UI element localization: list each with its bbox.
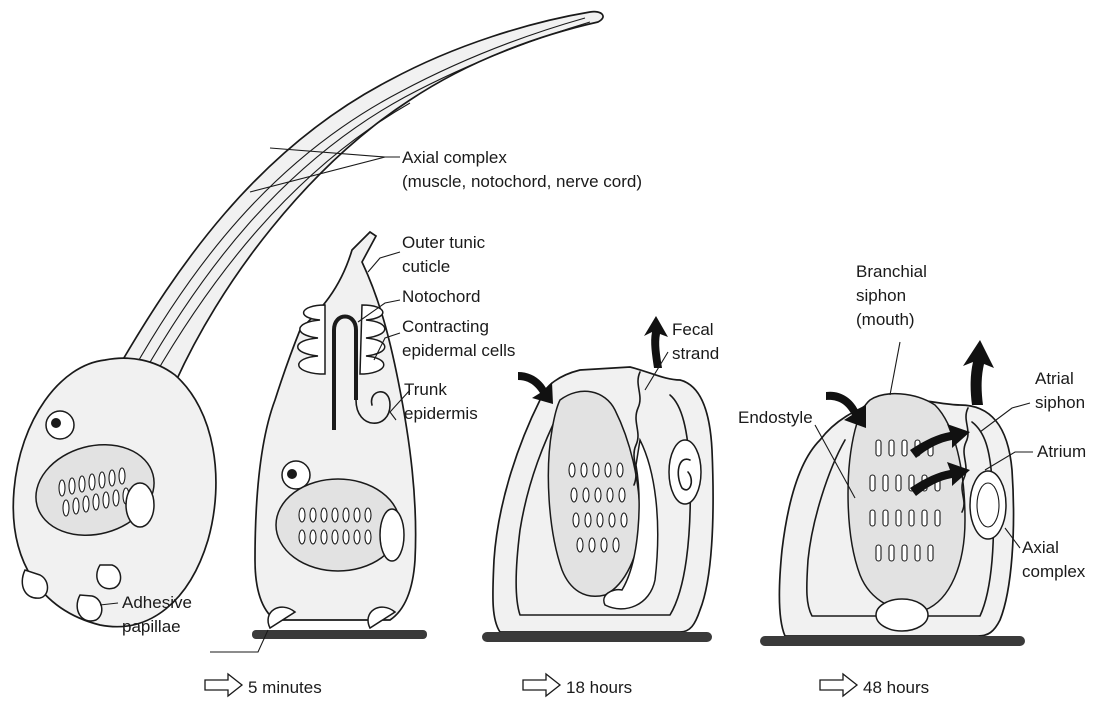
label-outer-tunic-cuticle: cuticle xyxy=(402,257,450,276)
label-atrial-siphon: siphon xyxy=(1035,393,1085,412)
larva-papillae xyxy=(77,595,102,621)
label-contracting: Contracting xyxy=(402,317,489,336)
label-endostyle: Endostyle xyxy=(738,408,813,427)
label-atrial: Atrial xyxy=(1035,369,1074,388)
label-fecal: Fecal xyxy=(672,320,714,339)
label-fecal-strand: strand xyxy=(672,344,719,363)
time-marker-5min: 5 minutes xyxy=(205,674,322,697)
larva-eye-spot xyxy=(51,418,61,428)
label-trunk: Trunk xyxy=(404,380,447,399)
label-notochord: Notochord xyxy=(402,287,480,306)
time-label: 18 hours xyxy=(566,678,632,697)
label-adhesive: Adhesive xyxy=(122,593,192,612)
larva-gut xyxy=(126,483,154,527)
stage4-substrate xyxy=(760,636,1025,646)
label-atrium: Atrium xyxy=(1037,442,1086,461)
stage2-eye-spot xyxy=(287,469,297,479)
label-branchial: Branchial xyxy=(856,262,927,281)
hollow-arrow-icon xyxy=(205,674,242,696)
stage-48h-figure xyxy=(760,340,1025,646)
label-papillae: papillae xyxy=(122,617,181,636)
larva-papillae xyxy=(97,565,121,589)
label-mouth: (mouth) xyxy=(856,310,915,329)
time-marker-18h: 18 hours xyxy=(523,674,632,697)
label-outer-tunic: Outer tunic xyxy=(402,233,486,252)
stage-5min-figure xyxy=(252,232,427,639)
label-trunk-epidermis: epidermis xyxy=(404,404,478,423)
hollow-arrow-icon xyxy=(523,674,560,696)
label-epidermal-cells: epidermal cells xyxy=(402,341,515,360)
stage3-axial-coil xyxy=(669,440,701,504)
stage4-outflow-arrow xyxy=(963,340,994,405)
stage3-substrate xyxy=(482,632,712,642)
label-axial-complex-detail: (muscle, notochord, nerve cord) xyxy=(402,172,642,191)
label-branchial-siphon: siphon xyxy=(856,286,906,305)
stage2-gut xyxy=(380,509,404,561)
stage-18h-figure xyxy=(482,316,713,642)
stage3-inflow-arrow xyxy=(518,372,553,404)
label-axial-complex-2: complex xyxy=(1022,562,1086,581)
time-label: 5 minutes xyxy=(248,678,322,697)
stage2-substrate xyxy=(252,630,427,639)
time-marker-48h: 48 hours xyxy=(820,674,929,697)
stage3-outflow-arrow xyxy=(644,316,668,368)
time-label: 48 hours xyxy=(863,678,929,697)
label-axial-complex: Axial complex xyxy=(402,148,507,167)
hollow-arrow-icon xyxy=(820,674,857,696)
stage4-axial-complex xyxy=(970,471,1006,539)
label-axial: Axial xyxy=(1022,538,1059,557)
stage4-stomach xyxy=(876,599,928,631)
